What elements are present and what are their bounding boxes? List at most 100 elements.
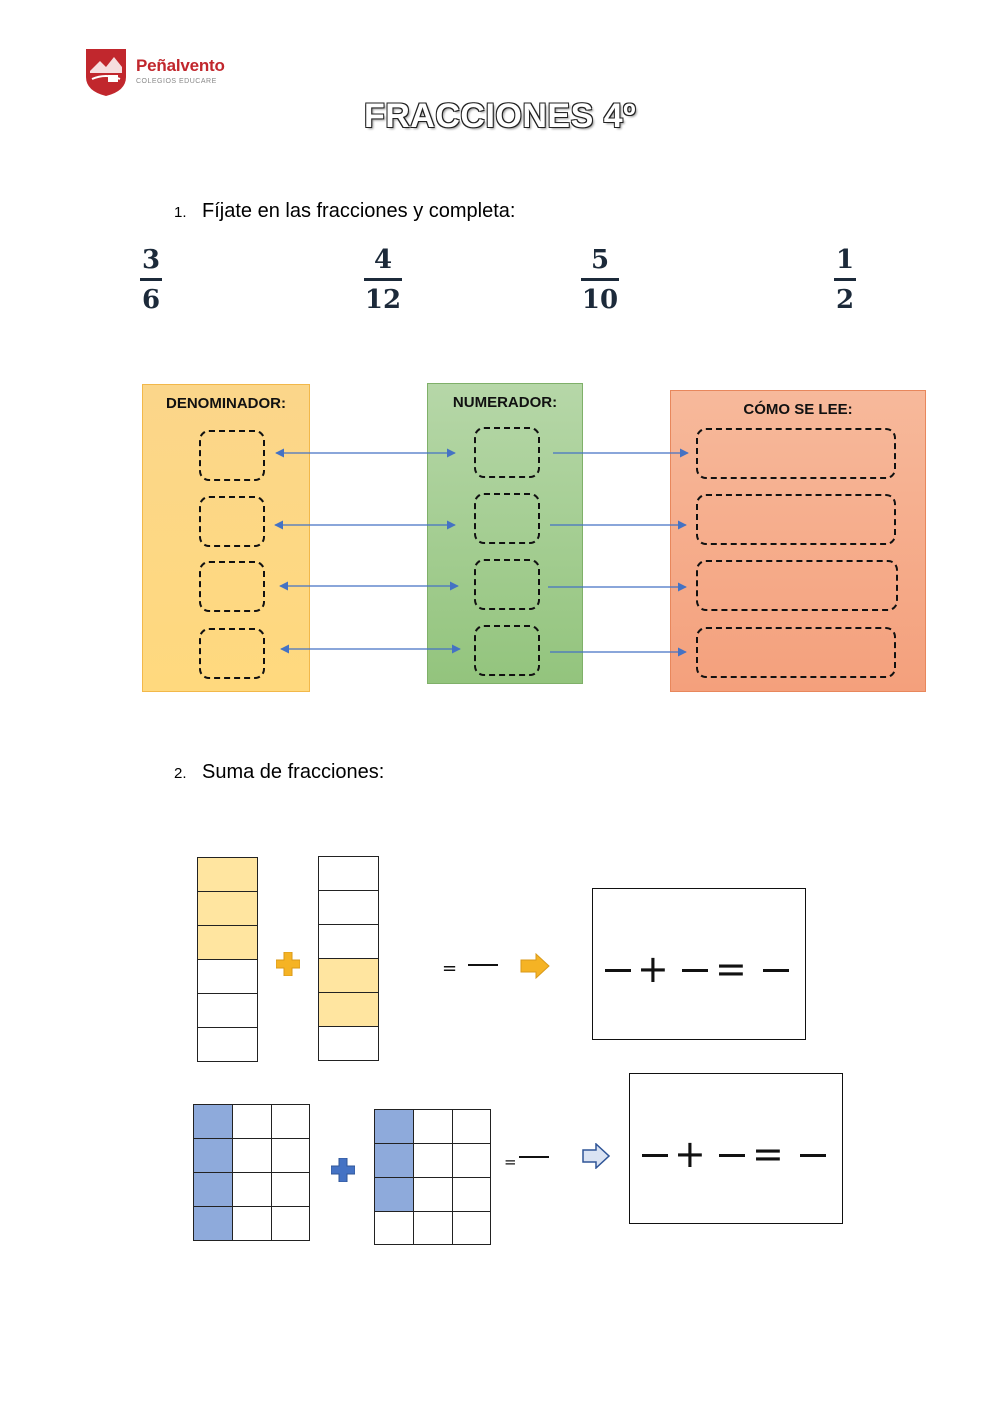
empty-cell [318,856,379,891]
shaded-cell [318,992,379,1027]
fraction-3: 5 10 [570,245,630,315]
numerator-answer-box[interactable] [474,625,540,676]
empty-cell [271,1104,310,1139]
fraction-2: 4 12 [353,245,413,315]
denominator-answer-box[interactable] [199,430,265,481]
reading-label: CÓMO SE LEE: [743,401,853,418]
empty-cell [318,890,379,925]
shaded-cell [197,857,258,892]
answer-line[interactable] [468,964,498,966]
answer-line[interactable] [519,1156,549,1158]
logo-name: Peñalvento [136,56,225,75]
empty-cell [271,1172,310,1207]
fraction-line[interactable] [605,969,631,972]
empty-cell [452,1109,491,1144]
empty-cell [413,1211,453,1245]
empty-cell [452,1177,491,1212]
empty-cell [318,924,379,959]
reading-panel: CÓMO SE LEE: [670,390,926,692]
fraction-1-denominator: 6 [141,285,161,315]
shaded-cell [193,1172,233,1207]
equals-sign: = [504,1153,517,1171]
empty-cell [413,1109,453,1144]
empty-cell [374,1211,414,1245]
fraction-bar-right [318,856,379,1061]
fraction-4-numerator: 1 [835,245,855,275]
equals-sign: = [752,1132,784,1176]
fraction-4: 1 2 [815,245,875,315]
shaded-cell [318,958,379,993]
fraction-2-denominator: 12 [364,285,402,315]
empty-cell [232,1138,272,1173]
sum-answer-box[interactable]: + = [592,888,806,1040]
equals-sign: = [442,958,458,979]
plus-sign: + [674,1132,706,1176]
numerator-answer-box[interactable] [474,493,540,544]
shaded-cell [193,1138,233,1173]
fraction-3-numerator: 5 [590,245,610,275]
fraction-bar [834,278,856,281]
fraction-bar [364,278,402,281]
shaded-cell [193,1206,233,1241]
denominator-label: DENOMINADOR: [166,395,286,412]
empty-cell [232,1104,272,1139]
denominator-answer-box[interactable] [199,628,265,679]
page-title: FRACCIONES 4º [363,97,637,135]
numerator-answer-box[interactable] [474,427,540,478]
shaded-cell [197,891,258,926]
empty-cell [197,993,258,1028]
empty-cell [452,1211,491,1245]
empty-cell [271,1206,310,1241]
reading-answer-box[interactable] [696,560,898,611]
numerator-answer-box[interactable] [474,559,540,610]
shaded-cell [193,1104,233,1139]
fraction-line[interactable] [763,969,789,972]
question-2-text: Suma de fracciones: [202,761,385,783]
equals-sign: = [715,947,747,991]
empty-cell [197,959,258,994]
empty-cell [452,1143,491,1178]
fraction-line[interactable] [800,1154,826,1157]
shaded-cell [374,1109,414,1144]
question-2: 2. Suma de fracciones: [174,761,384,784]
shaded-cell [374,1143,414,1178]
reading-answer-box[interactable] [696,428,896,479]
empty-cell [232,1206,272,1241]
plus-sign: + [637,947,669,991]
question-2-number: 2. [174,765,187,782]
empty-cell [413,1143,453,1178]
fraction-3-denominator: 10 [581,285,619,315]
connector-arrows [274,448,689,657]
fraction-2-numerator: 4 [373,245,393,275]
fraction-1-numerator: 3 [141,245,161,275]
shaded-cell [374,1177,414,1212]
empty-cell [413,1177,453,1212]
plus-icon [330,1157,356,1183]
fraction-bar [140,278,162,281]
sum-answer-box[interactable]: + = [629,1073,843,1224]
shield-logo-icon [86,49,126,96]
empty-cell [271,1138,310,1173]
empty-cell [318,1026,379,1061]
empty-cell [197,1027,258,1062]
denominator-answer-box[interactable] [199,561,265,612]
fraction-1: 3 6 [121,245,181,315]
reading-answer-box[interactable] [696,627,896,678]
fraction-grid-left [193,1104,310,1241]
arrow-right-icon [520,952,550,980]
fraction-line[interactable] [682,969,708,972]
fraction-line[interactable] [642,1154,668,1157]
numerator-panel: NUMERADOR: [427,383,583,684]
reading-answer-box[interactable] [696,494,896,545]
denominator-answer-box[interactable] [199,496,265,547]
fraction-bar [581,278,619,281]
fraction-line[interactable] [719,1154,745,1157]
empty-cell [232,1172,272,1207]
fraction-grid-right [374,1109,491,1245]
shaded-cell [197,925,258,960]
denominator-panel: DENOMINADOR: [142,384,310,692]
arrow-right-icon [582,1142,611,1170]
fraction-4-denominator: 2 [835,285,855,315]
fraction-bar-left [197,857,258,1062]
logo-subtitle: COLEGIOS EDUCARE [136,78,217,85]
